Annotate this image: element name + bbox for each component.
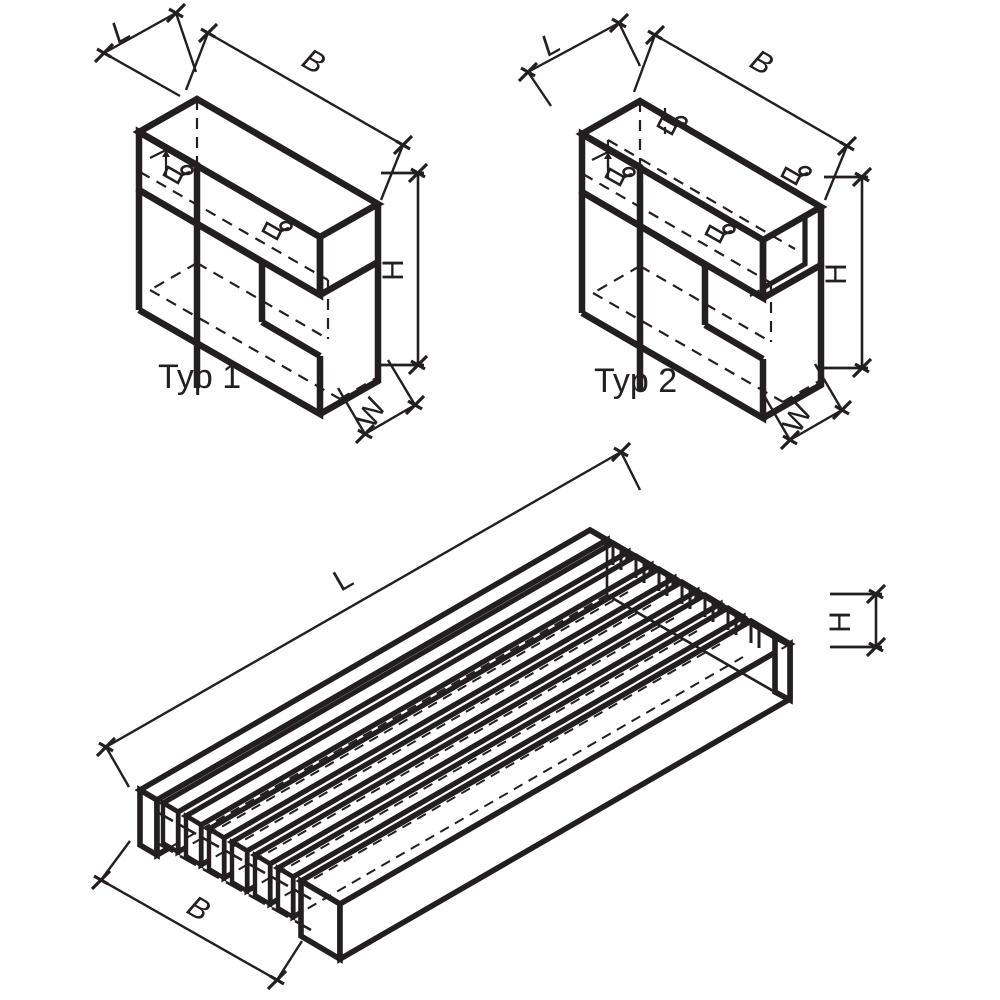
dim-H-typ1: H bbox=[377, 162, 429, 376]
pin-leader bbox=[591, 151, 612, 178]
dim-label-H: H bbox=[824, 611, 857, 633]
pin bbox=[780, 165, 812, 186]
pin bbox=[704, 223, 736, 244]
dim-label-H: H bbox=[377, 259, 410, 281]
dim-H-typ2: H bbox=[820, 166, 873, 379]
typ1-visible-edges bbox=[132, 95, 385, 420]
view-typ2: L B H W bbox=[517, 12, 873, 451]
typ1-pins bbox=[149, 149, 293, 241]
dim-H-grating: H bbox=[824, 583, 887, 658]
grating-hidden-edges bbox=[156, 591, 791, 960]
pin bbox=[656, 115, 688, 136]
pin bbox=[261, 220, 293, 241]
typ2-caption: Typ 2 bbox=[594, 362, 677, 400]
pin-leader bbox=[149, 149, 170, 176]
dim-label-H: H bbox=[820, 263, 853, 285]
typ2-visible-edges bbox=[575, 97, 828, 424]
typ2-pins bbox=[591, 115, 812, 244]
grating-cross-bars bbox=[611, 543, 761, 648]
grating-near-end-cells bbox=[156, 810, 312, 932]
typ1-caption: Typ 1 bbox=[158, 358, 241, 396]
view-grating: L H B bbox=[90, 441, 887, 991]
